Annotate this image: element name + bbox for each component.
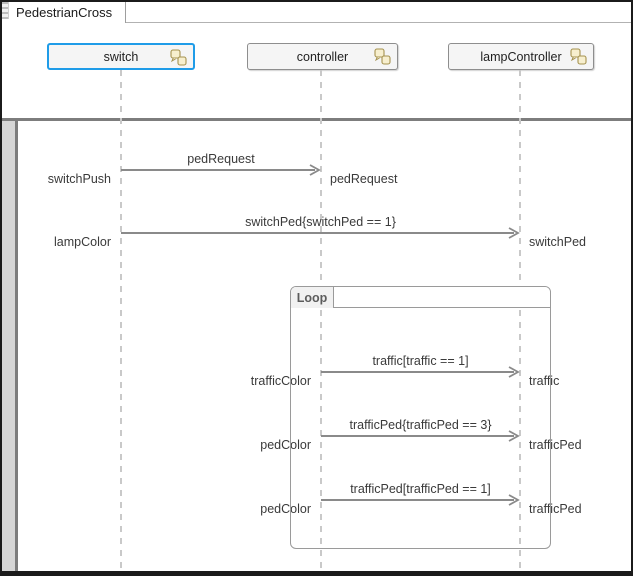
message-arrow[interactable] (321, 499, 514, 501)
lifeline-label: switch (103, 49, 139, 64)
message-arrow[interactable] (121, 169, 315, 171)
loop-label: Loop (296, 290, 328, 305)
stateflow-chart-icon (570, 48, 587, 65)
left-gutter (2, 121, 15, 571)
message-source-label[interactable]: trafficColor (250, 374, 311, 388)
tab-pedestriancross[interactable]: PedestrianCross (10, 2, 126, 23)
lifeline-head-switch[interactable]: switch (47, 43, 195, 70)
tab-strip-divider (126, 22, 631, 23)
arrowhead-icon (508, 366, 520, 378)
message-target-label[interactable]: trafficPed (529, 502, 582, 516)
lifeline-head-controller[interactable]: controller (247, 43, 398, 70)
message-label[interactable]: pedRequest (187, 152, 255, 166)
message-arrow[interactable] (321, 371, 514, 373)
message-source-label[interactable]: switchPush (47, 172, 111, 186)
lifeline-switch[interactable] (120, 70, 122, 570)
tab-title: PedestrianCross (16, 5, 113, 20)
stateflow-chart-icon (170, 49, 187, 66)
message-label[interactable]: traffic[traffic == 1] (372, 354, 469, 368)
message-source-label[interactable]: lampColor (54, 235, 111, 249)
message-target-label[interactable]: switchPed (529, 235, 586, 249)
arrowhead-icon (309, 164, 321, 176)
canvas-top-divider (2, 118, 631, 121)
stateflow-chart-icon (374, 48, 391, 65)
message-source-label[interactable]: pedColor (260, 502, 311, 516)
message-target-label[interactable]: pedRequest (330, 172, 398, 186)
lifeline-head-lampcontroller[interactable]: lampController (448, 43, 594, 70)
message-source-label[interactable]: pedColor (260, 438, 311, 452)
lifeline-lampcontroller[interactable] (519, 70, 521, 570)
arrowhead-icon (508, 430, 520, 442)
message-label[interactable]: trafficPed[trafficPed == 1] (350, 482, 491, 496)
message-label[interactable]: switchPed{switchPed == 1} (245, 215, 396, 229)
lifeline-label: lampController (480, 49, 562, 64)
message-arrow[interactable] (121, 232, 514, 234)
message-target-label[interactable]: traffic (529, 374, 560, 388)
lifeline-label: controller (296, 49, 349, 64)
message-label[interactable]: trafficPed{trafficPed == 3} (349, 418, 492, 432)
loop-fragment-header: Loop (291, 287, 550, 308)
loop-operator-badge[interactable]: Loop (291, 287, 334, 308)
lifeline-controller[interactable] (320, 70, 322, 570)
message-arrow[interactable] (321, 435, 514, 437)
arrowhead-icon (508, 494, 520, 506)
loop-fragment[interactable]: Loop (290, 286, 551, 549)
message-target-label[interactable]: trafficPed (529, 438, 582, 452)
left-gutter-divider[interactable] (15, 121, 18, 571)
tab-strip-grip-icon[interactable] (2, 2, 9, 19)
arrowhead-icon (508, 227, 520, 239)
